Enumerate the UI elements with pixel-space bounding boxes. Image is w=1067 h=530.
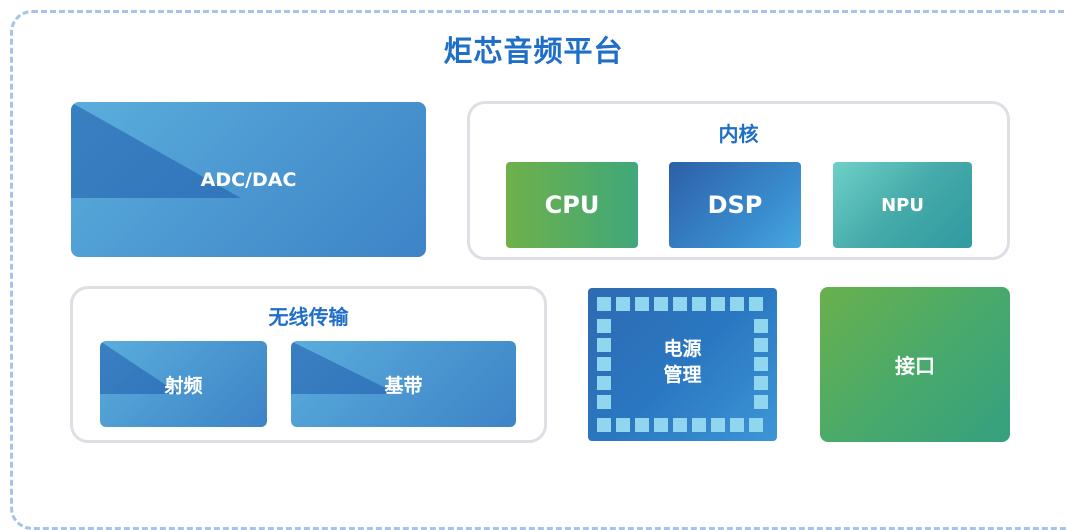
chip-pin [635, 297, 649, 311]
chip-pin [616, 418, 630, 432]
platform-frame [10, 10, 1067, 530]
chip-pin [749, 297, 763, 311]
chip-pin [730, 418, 744, 432]
chip-pin [654, 297, 668, 311]
chip-pin [597, 338, 611, 352]
chip-pin [692, 297, 706, 311]
rf-block: 射频 [100, 341, 267, 427]
adc-dac-label: ADC/DAC [200, 168, 297, 191]
chip-pin [654, 418, 668, 432]
diagram-title: 炬芯音频平台 [443, 34, 624, 68]
interface-label: 接口 [895, 354, 935, 378]
adc-dac-block: ADC/DAC [71, 102, 426, 257]
baseband-label: 基带 [384, 374, 423, 397]
core-title: 内核 [718, 122, 759, 146]
chip-pin [749, 418, 763, 432]
chip-pin [616, 297, 630, 311]
power-management-chip: 电源 管理 [588, 288, 777, 441]
chip-pin [711, 297, 725, 311]
chip-pin [673, 418, 687, 432]
chip-pin [597, 418, 611, 432]
baseband-block: 基带 [291, 341, 516, 427]
chip-pin [597, 357, 611, 371]
chip-pin [597, 376, 611, 390]
chip-pin [754, 319, 768, 333]
cpu-label: CPU [544, 191, 600, 219]
dsp-block: DSP [669, 162, 801, 248]
chip-pin [754, 395, 768, 409]
chip-pin [692, 418, 706, 432]
npu-label: NPU [881, 194, 924, 216]
chip-pin [730, 297, 744, 311]
chip-pin [597, 319, 611, 333]
npu-block: NPU [833, 162, 972, 248]
power-label-line1: 电源 [663, 338, 702, 360]
chip-pin [635, 418, 649, 432]
rf-label: 射频 [164, 374, 203, 397]
dsp-label: DSP [707, 191, 763, 219]
cpu-block: CPU [506, 162, 638, 248]
interface-block: 接口 [820, 287, 1010, 442]
chip-pin [754, 338, 768, 352]
chip-pin [673, 297, 687, 311]
chip-pin [754, 357, 768, 371]
core-panel: 内核 CPU DSP NPU [467, 101, 1010, 260]
power-management-label: 电源 管理 [626, 336, 739, 388]
wireless-title: 无线传输 [268, 305, 349, 329]
power-label-line2: 管理 [663, 364, 702, 386]
chip-pin [754, 376, 768, 390]
chip-pin [597, 395, 611, 409]
chip-pin [711, 418, 725, 432]
chip-pin [597, 297, 611, 311]
